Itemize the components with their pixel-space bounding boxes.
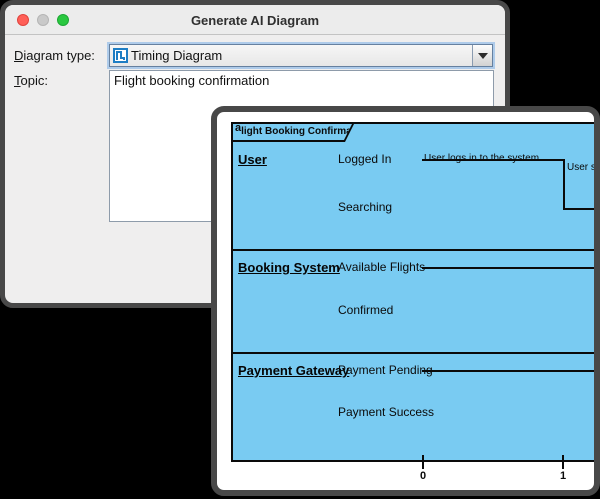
state-payment-pending: Payment Pending	[338, 363, 433, 377]
axis-tick-1	[562, 455, 564, 469]
chevron-down-icon	[477, 52, 488, 59]
lifeline-name-user: User	[238, 152, 267, 167]
timeline-user-high	[422, 159, 563, 161]
message-user-login: User logs in to the system	[424, 153, 540, 164]
state-available-flights: Available Flights	[338, 260, 426, 274]
state-confirmed: Confirmed	[338, 303, 394, 317]
diagram-type-label: Diagram type:	[14, 48, 95, 63]
frame-marker: a	[235, 122, 242, 134]
state-logged-in: Logged In	[338, 152, 392, 166]
state-searching: Searching	[338, 200, 393, 214]
state-payment-success: Payment Success	[338, 405, 435, 419]
topic-label: Topic:	[14, 73, 48, 88]
minimize-button	[37, 14, 49, 26]
dialog-titlebar[interactable]: Generate AI Diagram	[5, 5, 505, 35]
lifeline-divider-2	[233, 352, 594, 354]
lifeline-divider-1	[233, 249, 594, 251]
timeline-user-step	[563, 159, 565, 210]
frame-title: alight Booking Confirmation	[233, 124, 352, 140]
axis-tick-label-0: 0	[419, 470, 427, 482]
diagram-type-combobox[interactable]: Timing Diagram	[109, 44, 493, 67]
timeline-user-low	[563, 208, 594, 210]
axis-tick-0	[422, 455, 424, 469]
timeline-booking-system	[422, 267, 594, 269]
lifeline-name-booking-system: Booking System	[238, 260, 340, 275]
axis-tick-label-1: 1	[559, 470, 567, 482]
zoom-button[interactable]	[57, 14, 69, 26]
message-user-search: User sea	[567, 162, 594, 173]
timing-diagram-window: alight Booking Confirmation User Logged …	[211, 106, 600, 496]
dialog-title: Generate AI Diagram	[190, 13, 320, 28]
close-button[interactable]	[17, 14, 29, 26]
timeline-payment-gateway	[422, 370, 594, 372]
lifeline-name-payment-gateway: Payment Gateway	[238, 363, 350, 378]
frame-tab: alight Booking Confirmation	[231, 122, 355, 142]
diagram-type-value: Timing Diagram	[131, 48, 223, 63]
timing-diagram-icon	[113, 48, 128, 63]
timing-diagram-canvas[interactable]: alight Booking Confirmation User Logged …	[231, 122, 594, 462]
combobox-arrow-button[interactable]	[472, 45, 492, 66]
